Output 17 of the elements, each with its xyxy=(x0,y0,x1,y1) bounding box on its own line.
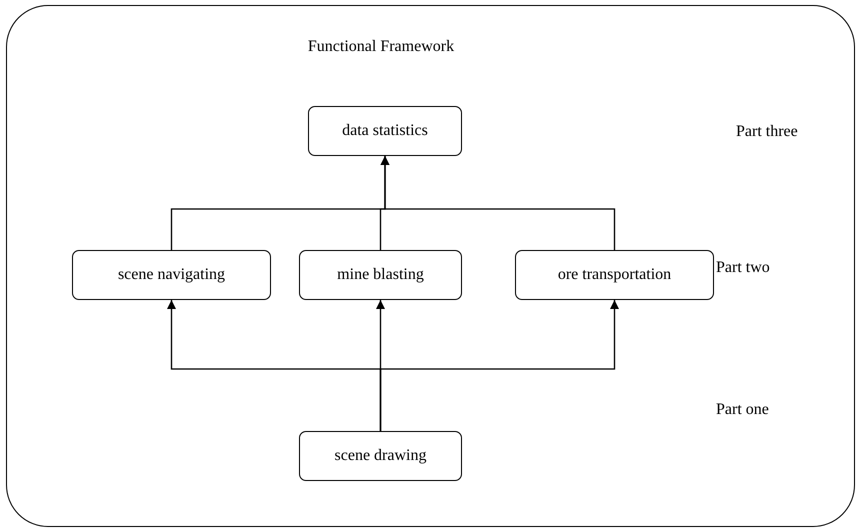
process-box xyxy=(308,106,462,156)
process-box xyxy=(72,250,271,300)
process-box xyxy=(299,431,462,481)
process-box xyxy=(515,250,714,300)
arrow xyxy=(380,156,616,250)
frame-title: Functional Framework xyxy=(306,38,456,56)
box-label: data statistics xyxy=(342,122,428,140)
level-label: Part two xyxy=(716,259,770,277)
box-label: scene navigating xyxy=(118,266,226,284)
box-label: ore transportation xyxy=(558,266,672,284)
box-label: scene drawing xyxy=(334,447,426,465)
framework-frame xyxy=(6,5,855,527)
process-box xyxy=(299,250,462,300)
box-label: mine blasting xyxy=(337,266,424,284)
arrow xyxy=(380,300,619,431)
level-label: Part three xyxy=(736,123,798,141)
level-label: Part one xyxy=(716,401,769,419)
